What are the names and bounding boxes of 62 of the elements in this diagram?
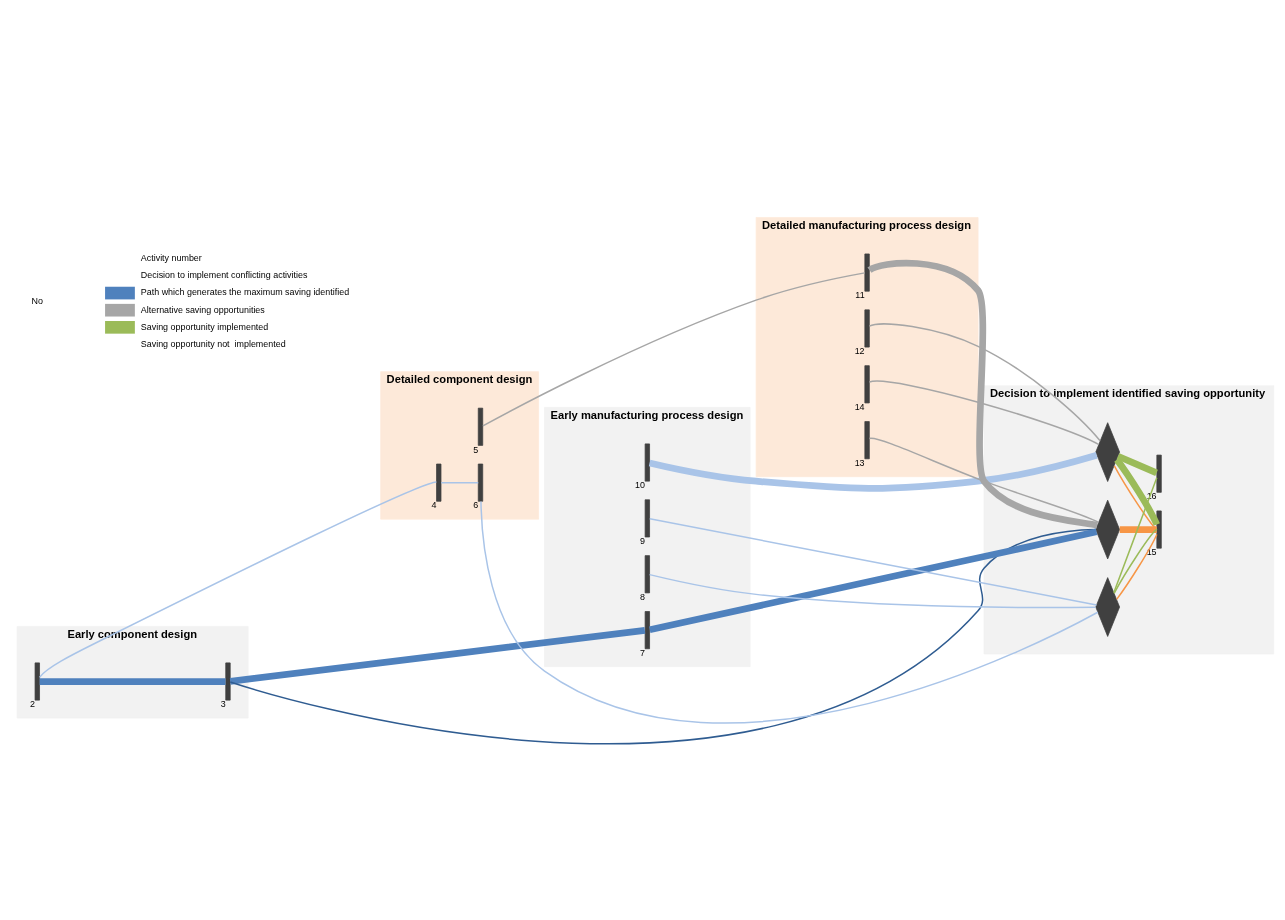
node-label: 6 [473, 499, 479, 510]
node-bar [477, 407, 484, 446]
connector [1113, 476, 1158, 593]
connector [440, 481, 479, 483]
node-label: 10 [634, 479, 645, 490]
node-bar [225, 662, 231, 700]
connector [39, 677, 226, 685]
node-bar [644, 443, 650, 481]
node-diamond [1095, 576, 1120, 637]
node-label: 5 [473, 444, 479, 455]
connector [482, 271, 866, 427]
node-label: 7 [640, 647, 645, 658]
node-label: 13 [854, 457, 865, 468]
connector [649, 517, 1098, 606]
node-label: 9 [640, 535, 645, 546]
node-diamond [1095, 499, 1120, 559]
node-label: 2 [29, 698, 35, 709]
node-bar [436, 463, 442, 502]
connector [229, 626, 646, 685]
node-label: 16 [1146, 490, 1157, 501]
connector [480, 500, 1099, 723]
legend-label: Alternative saving opportunities [140, 304, 265, 315]
node-bar [477, 463, 484, 502]
node-bar [644, 610, 650, 649]
connector [867, 259, 1098, 528]
connector [868, 437, 1100, 523]
connector [1116, 452, 1158, 476]
connector [649, 528, 1098, 633]
label: No [31, 295, 43, 306]
legend-label: Saving opportunity implemented [140, 321, 269, 332]
connector [1114, 457, 1160, 526]
node-diamond [1095, 421, 1120, 482]
node-bar [644, 554, 650, 593]
node-bar [864, 253, 870, 292]
connector [229, 528, 1097, 745]
legend-label: Decision to implement conflicting activities [140, 269, 308, 280]
node-label: 8 [640, 591, 645, 602]
node-bar [864, 308, 870, 347]
node-bar [864, 364, 870, 403]
connector [648, 451, 1098, 492]
node-bar [864, 420, 870, 459]
node-bar [34, 662, 40, 700]
connector [648, 573, 1097, 608]
connector [868, 322, 1101, 441]
connector [868, 379, 1100, 445]
node-label: 11 [855, 289, 865, 300]
legend-label: Path which generates the maximum saving identified [140, 286, 350, 297]
node-bar [1156, 510, 1162, 549]
legend-label: Activity number [140, 252, 202, 263]
node-label: 12 [854, 345, 865, 356]
node-label: 4 [431, 499, 437, 510]
connector [38, 480, 438, 678]
node-label: 3 [220, 698, 226, 709]
node-bar [644, 498, 650, 537]
connector [1113, 527, 1158, 594]
node-bar [1156, 454, 1162, 493]
connector [1115, 533, 1158, 600]
legend-label: Saving opportunity not implemented [140, 338, 286, 349]
connector [1113, 464, 1158, 530]
node-label: 15 [1146, 546, 1157, 557]
node-label: 14 [854, 401, 865, 412]
connector [1119, 525, 1157, 533]
